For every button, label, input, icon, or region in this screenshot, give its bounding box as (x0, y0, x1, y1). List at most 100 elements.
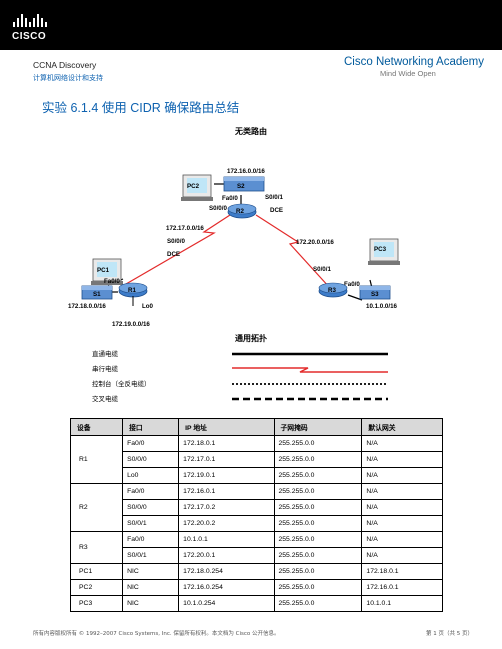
course-subtitle: 计算机网络设计和支持 (33, 75, 103, 82)
net-r1r2-label: 172.17.0.0/16 (166, 225, 204, 232)
course-brand: CCNA Discovery 计算机网络设计和支持 (33, 60, 103, 83)
net-r2r3-label: 172.20.0.0/16 (296, 239, 334, 246)
cell-interface: Lo0 (122, 467, 180, 484)
cell-mask: 255.255.0.0 (273, 467, 363, 484)
cell-mask: 255.255.0.0 (273, 595, 363, 612)
s2-label: S2 (237, 183, 245, 190)
net-lo-label: 172.19.0.0/16 (112, 321, 150, 328)
cell-mask: 255.255.0.0 (273, 531, 363, 548)
pc3-label: PC3 (374, 246, 387, 253)
router-r2-icon[interactable] (227, 203, 257, 219)
pc3-icon[interactable] (368, 238, 400, 265)
switch-s1-icon[interactable] (81, 285, 113, 300)
table-header-row: 设备 接口 IP 地址 子网掩码 默认网关 (69, 418, 443, 436)
cell-gateway: N/A (361, 531, 443, 548)
col-ip: IP 地址 (178, 418, 275, 436)
cell-mask: 255.255.0.0 (273, 515, 363, 532)
legend-straight-label: 直通电缆 (92, 349, 119, 358)
switch-s3-icon[interactable] (359, 285, 391, 300)
academy-name: Cisco Networking Academy (344, 56, 484, 68)
cell-interface: NIC (122, 579, 180, 596)
cell-mask: 255.255.0.0 (273, 563, 363, 580)
col-device: 设备 (69, 418, 124, 436)
col-gateway: 默认网关 (361, 418, 443, 436)
cell-interface: Fa0/0 (122, 435, 180, 452)
r1-fa-label: Fa0/0 (104, 278, 120, 285)
cell-gateway: 172.18.0.1 (361, 563, 443, 580)
cell-mask: 255.255.0.0 (273, 547, 363, 564)
pc2-label: PC2 (187, 183, 200, 190)
cell-gateway: N/A (361, 451, 443, 468)
cell-mask: 255.255.0.0 (273, 435, 363, 452)
cell-gateway: N/A (361, 483, 443, 500)
page-title: 实验 6.1.4 使用 CIDR 确保路由总结 (42, 101, 240, 115)
cell-mask: 255.255.0.0 (273, 483, 363, 500)
diagram-caption: 无类路由 (234, 126, 267, 136)
r1-dce-label: DCE (167, 251, 180, 258)
serial-cable-r1-r2 (125, 214, 231, 285)
cell-ip: 172.17.0.1 (178, 451, 275, 468)
cell-interface: Fa0/0 (122, 483, 180, 500)
footer-page-number: 第 1 页（共 5 页） (426, 631, 473, 637)
legend-serial-label: 串行电缆 (92, 364, 119, 373)
cell-gateway: 172.16.0.1 (361, 579, 443, 596)
router-r1-icon[interactable] (118, 282, 148, 298)
pc1-label: PC1 (97, 267, 110, 274)
cell-ip: 172.16.0.254 (178, 579, 275, 596)
r2-label: R2 (236, 208, 244, 215)
switch-s2-icon[interactable] (223, 176, 265, 192)
r1-lo-label: Lo0 (142, 303, 154, 310)
cell-ip: 172.20.0.2 (178, 515, 275, 532)
cell-gateway: N/A (361, 435, 443, 452)
cell-interface: Fa0/0 (122, 531, 180, 548)
net-s2-label: 172.16.0.0/16 (227, 168, 265, 175)
cell-gateway: N/A (361, 467, 443, 484)
cell-interface: S0/0/1 (122, 547, 180, 564)
router-r3-icon[interactable] (318, 282, 348, 298)
r2-s001-label: S0/0/1 (265, 194, 283, 201)
cell-ip: 172.17.0.2 (178, 499, 275, 516)
cell-ip: 10.1.0.1 (178, 531, 275, 548)
cell-ip: 172.16.0.1 (178, 483, 275, 500)
legend-console-label: 控制台（全反电缆） (92, 379, 151, 388)
r2-fa-label: Fa0/0 (222, 195, 238, 202)
r3-s001-label: S0/0/1 (313, 266, 331, 273)
cisco-logo: CISCO (12, 12, 62, 44)
r3-label: R3 (328, 287, 336, 294)
r2-s000-label: S0/0/0 (209, 205, 227, 212)
topology-caption: 通用拓扑 (235, 333, 267, 343)
cell-gateway: N/A (361, 515, 443, 532)
academy-brand: Cisco Networking Academy Mind Wide Open (344, 56, 484, 78)
cell-gateway: N/A (361, 499, 443, 516)
cell-device: R2 (69, 483, 124, 532)
cisco-logo-text: CISCO (12, 31, 47, 42)
cell-ip: 172.18.0.1 (178, 435, 275, 452)
s1-label: S1 (93, 291, 101, 298)
academy-tagline: Mind Wide Open (380, 69, 436, 78)
r3-fa-label: Fa0/0 (344, 281, 360, 288)
cell-gateway: N/A (361, 547, 443, 564)
cell-ip: 172.18.0.254 (178, 563, 275, 580)
net-s3-label: 10.1.0.0/16 (366, 303, 398, 310)
pc1-icon[interactable] (91, 258, 123, 285)
cell-mask: 255.255.0.0 (273, 451, 363, 468)
cell-ip: 10.1.0.254 (178, 595, 275, 612)
cell-gateway: 10.1.0.1 (361, 595, 443, 612)
serial-cable-r2-r3 (255, 214, 331, 289)
pc2-icon[interactable] (181, 174, 213, 201)
col-mask: 子网掩码 (273, 418, 363, 436)
cisco-bridge-icon (13, 14, 47, 27)
cell-interface: S0/0/1 (122, 515, 180, 532)
